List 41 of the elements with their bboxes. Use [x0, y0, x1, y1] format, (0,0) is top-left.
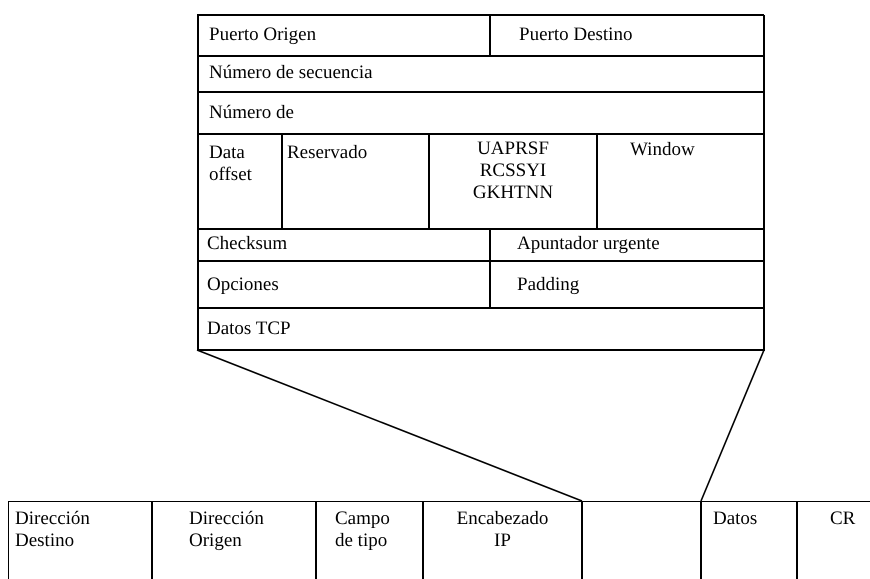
table-cell	[597, 134, 765, 229]
table-cell	[198, 134, 282, 229]
field-label: Número de	[209, 102, 294, 124]
field-label: Datos TCP	[207, 318, 291, 340]
field-label: Puerto Origen	[209, 24, 316, 46]
field-label: UAPRSF RCSSYI GKHTNN	[472, 138, 554, 204]
table-cell	[8, 501, 152, 579]
empty-field-box	[582, 501, 701, 579]
field-label: CR	[830, 508, 856, 530]
field-label: Data offset	[209, 142, 252, 186]
table-cell	[490, 261, 765, 308]
table-cell	[316, 501, 423, 579]
field-label: Reservado	[287, 142, 368, 164]
field-label: Número de secuencia	[209, 62, 373, 84]
table-cell	[152, 501, 316, 579]
field-label: Window	[630, 139, 695, 161]
field-label: Padding	[517, 274, 580, 296]
field-label: Campo de tipo	[335, 508, 390, 552]
field-label: Encabezado IP	[456, 508, 548, 552]
table-cell	[701, 501, 797, 579]
table-cell	[490, 229, 765, 261]
field-label: Puerto Destino	[519, 24, 632, 46]
table-cell	[423, 501, 582, 579]
table-cell	[198, 15, 490, 56]
table-cell	[198, 92, 765, 134]
field-label: Dirección Destino	[15, 508, 90, 552]
table-cell	[198, 229, 490, 261]
connector-line	[196, 349, 582, 502]
table-cell	[198, 308, 765, 351]
table-cell	[429, 134, 597, 229]
header-table	[197, 14, 764, 350]
field-label: Opciones	[207, 274, 279, 296]
connector-line	[700, 350, 765, 502]
field-label: Apuntador urgente	[517, 233, 660, 255]
table-cell	[282, 134, 429, 229]
field-label: Checksum	[207, 233, 288, 255]
field-label: Datos	[713, 508, 758, 530]
table-cell	[198, 261, 490, 308]
field-label: Dirección Origen	[189, 508, 264, 552]
table-cell	[198, 56, 765, 92]
table-cell	[490, 15, 765, 56]
